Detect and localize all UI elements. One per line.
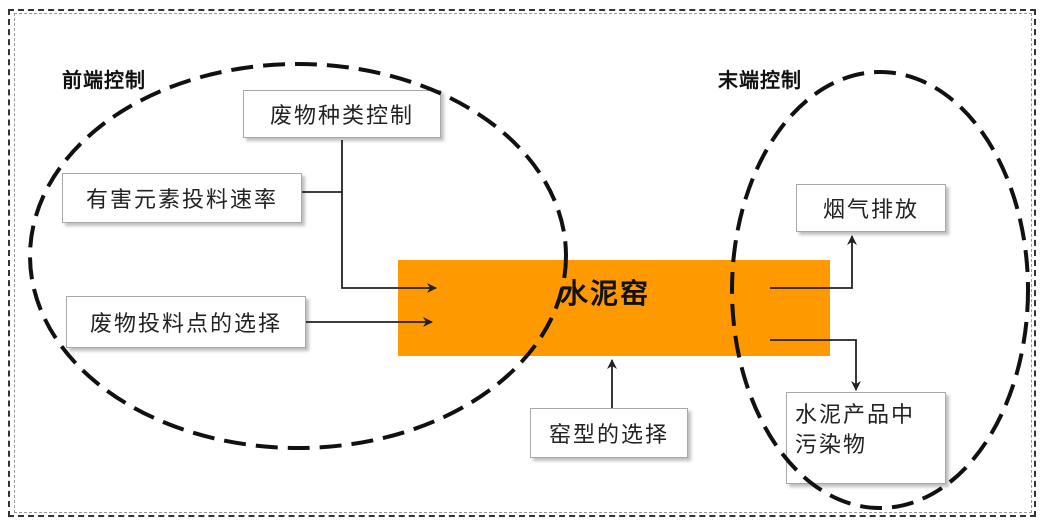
waste-type-connector	[341, 140, 437, 293]
flue-gas-connector	[770, 235, 857, 289]
harmful-element-feed-rate-text: 有害元素投料速率	[85, 188, 278, 213]
feed-point-selection-box: 废物投料点的选择	[66, 296, 306, 348]
cement-kiln-block	[398, 260, 830, 356]
product-pollutant-connector	[770, 339, 861, 391]
inner-dashed-frame	[14, 13, 1032, 513]
harmful-element-feed-rate-box: 有害元素投料速率	[62, 173, 302, 223]
flue-gas-emission-text: 烟气排放	[822, 198, 919, 223]
cement-kiln-label: 水泥窑	[560, 277, 651, 310]
kiln-type-selection-text: 窑型的选择	[548, 423, 669, 448]
kiln-type-selection-box: 窑型的选择	[530, 408, 688, 458]
outer-dashed-frame	[8, 9, 1036, 517]
product-pollutant-box: 水泥产品中污染物	[786, 392, 946, 484]
flue-gas-emission-box: 烟气排放	[796, 184, 946, 232]
front-control-ellipse	[28, 62, 568, 450]
front-control-label: 前端控制	[62, 68, 146, 92]
end-control-label: 末端控制	[718, 68, 802, 92]
product-pollutant-text: 水泥产品中污染物	[795, 403, 916, 458]
waste-type-control-text: 废物种类控制	[269, 104, 414, 129]
feed-point-selection-text: 废物投料点的选择	[89, 312, 282, 337]
end-control-ellipse	[730, 70, 1030, 510]
waste-type-control-box: 废物种类控制	[243, 90, 441, 138]
